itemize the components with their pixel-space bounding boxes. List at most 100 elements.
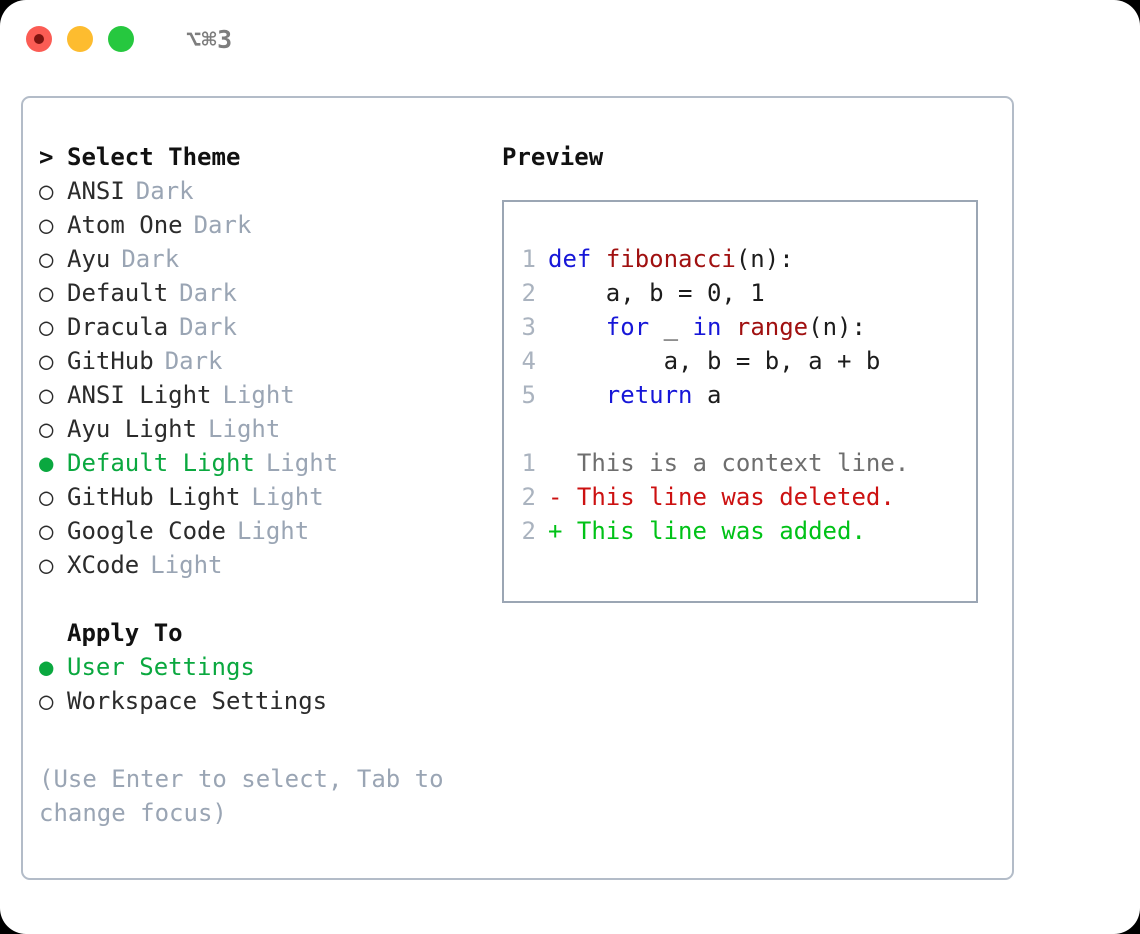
theme-list-item[interactable]: ○ XCode Light	[39, 548, 489, 582]
theme-name-label: Ayu Light	[67, 415, 198, 443]
diff-text: This line was added.	[576, 517, 866, 545]
theme-variant-tag: Light	[208, 415, 281, 443]
keyboard-shortcut-label: ⌥⌘3	[186, 24, 233, 54]
diff-line-text: + This line was added.	[548, 514, 866, 548]
apply-to-label: Workspace Settings	[67, 687, 328, 715]
theme-name-label: GitHub Light	[67, 483, 241, 511]
token-plain: a	[692, 381, 722, 409]
theme-variant-tag: Light	[150, 551, 223, 579]
diff-line: 2 + This line was added.	[510, 514, 982, 548]
theme-variant-tag: Light	[265, 449, 339, 477]
token-kw: for	[605, 313, 650, 341]
radio-unselected-icon: ○	[39, 381, 54, 409]
theme-name-label: Default Light	[67, 449, 255, 477]
code-blank-line	[510, 412, 982, 446]
diff-sign: +	[548, 517, 563, 545]
token-plain	[721, 313, 735, 341]
line-number: 3	[521, 313, 536, 341]
radio-unselected-icon: ○	[39, 347, 54, 375]
token-kw: in	[692, 313, 722, 341]
radio-unselected-icon: ○	[39, 211, 54, 239]
code-line: 1 def fibonacci(n):	[510, 242, 982, 276]
code-line-text: a, b = 0, 1	[548, 276, 765, 310]
theme-variant-tag: Dark	[193, 211, 252, 239]
minimize-button[interactable]	[67, 26, 93, 52]
theme-variant-tag: Dark	[179, 279, 237, 307]
radio-unselected-icon: ○	[39, 517, 54, 545]
theme-list-item[interactable]: ○ GitHub Light Light	[39, 480, 489, 514]
line-number: 2	[521, 483, 536, 511]
line-number: 2	[521, 517, 536, 545]
token-plain: _	[649, 313, 693, 341]
line-number: 2	[521, 279, 536, 307]
select-theme-header-label: Select Theme	[67, 143, 241, 171]
diff-line: 2- This line was deleted.	[510, 480, 982, 514]
radio-unselected-icon: ○	[39, 551, 54, 579]
theme-list-item[interactable]: ○ Atom One Dark	[39, 208, 489, 242]
diff-sign: -	[548, 483, 563, 511]
close-button[interactable]	[26, 26, 52, 52]
code-line: 5 return a	[510, 378, 982, 412]
token-kw: def	[548, 245, 592, 273]
theme-variant-tag: Dark	[121, 245, 180, 273]
theme-name-label: ANSI	[67, 177, 125, 205]
theme-name-label: Dracula	[67, 313, 169, 341]
apply-to-header: Apply To	[39, 616, 489, 650]
code-line: 3 for _ in range(n):	[510, 310, 982, 344]
preview-title: Preview	[502, 143, 604, 171]
radio-selected-icon: ●	[39, 653, 54, 681]
theme-variant-tag: Light	[236, 517, 310, 545]
select-theme-header: >Select Theme	[39, 140, 489, 174]
code-line-text: a, b = b, a + b	[548, 344, 881, 378]
code-line: 4 a, b = b, a + b	[510, 344, 982, 378]
apply-to-list: ●User Settings ○ Workspace Settings	[39, 650, 489, 718]
theme-variant-tag: Light	[251, 483, 324, 511]
apply-to-item[interactable]: ●User Settings	[39, 650, 489, 684]
diff-text: This is a context line.	[576, 449, 910, 477]
theme-name-label: Google Code	[67, 517, 226, 545]
diff-line-text: - This line was deleted.	[548, 480, 895, 514]
radio-unselected-icon: ○	[39, 245, 54, 273]
line-number: 5	[521, 381, 536, 409]
radio-unselected-icon: ○	[39, 415, 54, 443]
radio-unselected-icon: ○	[39, 483, 54, 511]
token-plain: (n):	[808, 313, 866, 341]
code-preview: 1 def fibonacci(n): 2 a, b = 0, 1 3 for _ i…	[510, 242, 982, 548]
token-plain: (n):	[735, 245, 794, 273]
theme-list-item[interactable]: ○ Ayu Light Light	[39, 412, 489, 446]
radio-unselected-icon: ○	[39, 687, 54, 715]
code-line-text: return a	[548, 378, 722, 412]
radio-unselected-icon: ○	[39, 177, 54, 205]
code-line-text: def fibonacci(n):	[548, 242, 794, 276]
radio-unselected-icon: ○	[39, 279, 54, 307]
line-number: 4	[521, 347, 536, 375]
token-plain: a, b = b, a + b	[663, 347, 881, 375]
token-kw: return	[605, 381, 693, 409]
list-spacer	[39, 582, 489, 616]
line-number: 1	[521, 245, 536, 273]
diff-text: This line was deleted.	[576, 483, 895, 511]
keyboard-hint: (Use Enter to select, Tab to change focu…	[39, 765, 444, 827]
theme-list-item[interactable]: ○ Default Dark	[39, 276, 489, 310]
theme-list-item[interactable]: ○ Google Code Light	[39, 514, 489, 548]
theme-name-label: Atom One	[67, 211, 183, 239]
theme-list-item[interactable]: ○ ANSI Light Light	[39, 378, 489, 412]
theme-name-label: ANSI Light	[67, 381, 212, 409]
title-bar: ⌥⌘3	[0, 0, 1140, 78]
theme-name-label: Default	[67, 279, 169, 307]
apply-to-item[interactable]: ○ Workspace Settings	[39, 684, 489, 718]
token-plain: a, b = 0, 1	[605, 279, 765, 307]
theme-name-label: XCode	[67, 551, 140, 579]
maximize-button[interactable]	[108, 26, 134, 52]
diff-line: 1 This is a context line.	[510, 446, 982, 480]
theme-variant-tag: Light	[222, 381, 295, 409]
